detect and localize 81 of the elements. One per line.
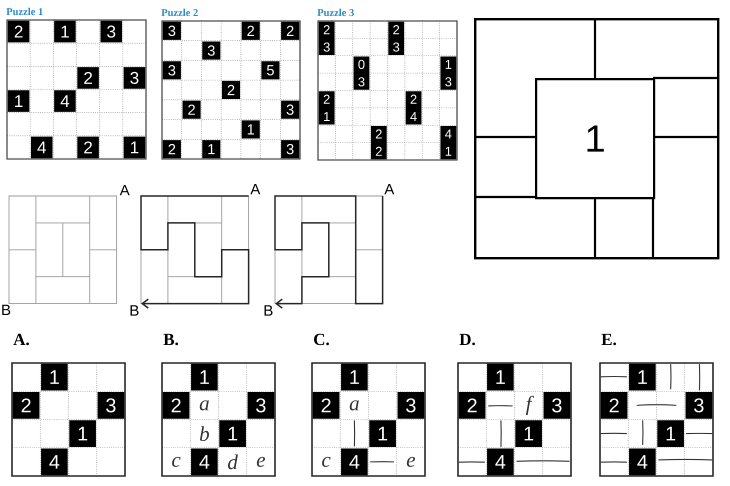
node-label: Puzzle 1 bbox=[6, 8, 43, 16]
clue-cell: 2 bbox=[222, 80, 240, 100]
clue-cell: 3 bbox=[398, 392, 424, 419]
node-label: B. bbox=[163, 334, 178, 346]
clue-cell: 2 bbox=[312, 392, 340, 419]
node-label: Puzzle 3 bbox=[317, 8, 354, 16]
clue-cell: 3 bbox=[544, 392, 570, 419]
clue-cell: 2 bbox=[182, 100, 201, 119]
clue-cell: 2 bbox=[458, 392, 486, 419]
clue-cell: 1 bbox=[242, 120, 260, 138]
handwritten-letter: a bbox=[350, 400, 359, 410]
node-label: E. bbox=[602, 334, 616, 346]
node-label: Puzzle 2 bbox=[161, 8, 198, 16]
clue-cell: 1 bbox=[69, 420, 96, 447]
handwritten-letter: b bbox=[200, 426, 209, 441]
clue-cell: 2 3 bbox=[318, 22, 335, 55]
corner-letter: B bbox=[264, 305, 272, 316]
clue-cell: 3 bbox=[281, 140, 300, 158]
tiling-grid bbox=[474, 18, 720, 260]
handwritten-letter: d bbox=[228, 454, 238, 470]
clue-cell: 1 bbox=[8, 90, 30, 112]
node-label: C. bbox=[314, 334, 329, 346]
clue-cell: 1 3 bbox=[440, 56, 456, 90]
corner-letter: B bbox=[2, 304, 10, 316]
clue-cell: 3 bbox=[162, 22, 181, 40]
clue-cell: 2 bbox=[242, 22, 260, 40]
clue-cell: 2 bbox=[600, 392, 628, 419]
clue-cell: 4 bbox=[41, 448, 68, 476]
clue-cell: 5 bbox=[261, 61, 280, 80]
clue-cell: 3 bbox=[98, 392, 124, 419]
clue-cell: 2 bbox=[77, 136, 99, 158]
handwritten-letter: c bbox=[322, 456, 331, 467]
clue-cell: 4 bbox=[30, 136, 53, 158]
clue-cell: 1 bbox=[629, 364, 656, 390]
corner-letter: A bbox=[384, 184, 394, 194]
node-label: D. bbox=[460, 334, 475, 346]
clue-cell: 4 bbox=[191, 448, 218, 476]
clue-cell: 1 bbox=[487, 364, 514, 390]
handwritten-letter: e bbox=[256, 456, 266, 467]
clue-cell: 2 4 bbox=[406, 91, 422, 124]
clue-cell: 3 bbox=[124, 67, 146, 89]
handwritten-letter: a bbox=[200, 400, 209, 410]
clue-cell: 2 1 bbox=[318, 91, 335, 124]
clue-cell: 3 bbox=[686, 392, 712, 419]
clue-cell: 1 bbox=[369, 420, 396, 447]
clue-cell: 3 bbox=[162, 61, 181, 80]
clue-cell: 4 bbox=[341, 448, 368, 476]
clue-cell: 3 bbox=[248, 392, 274, 419]
clue-cell: 1 bbox=[191, 364, 218, 390]
clue-cell: 4 1 bbox=[440, 126, 456, 160]
clue-cell: 4 bbox=[54, 90, 76, 112]
clue-cell: 4 bbox=[629, 448, 656, 476]
corner-letter: B bbox=[130, 305, 138, 316]
clue-cell: 3 bbox=[281, 100, 300, 119]
clue-cell: 2 bbox=[162, 392, 190, 419]
clue-cell: 3 bbox=[100, 20, 122, 42]
clue-cell: 1 bbox=[657, 420, 684, 447]
clue-cell: 2 bbox=[8, 20, 30, 42]
clue-cell: 1 bbox=[124, 136, 146, 158]
clue-cell: 2 bbox=[12, 392, 40, 419]
clue-cell: 2 bbox=[162, 140, 181, 158]
clue-cell: 4 bbox=[487, 448, 514, 476]
handwritten-letter: e bbox=[406, 456, 416, 467]
clue-cell: 2 bbox=[281, 22, 300, 40]
clue-cell: 1 bbox=[54, 20, 76, 42]
handwritten-letter: f bbox=[526, 396, 534, 415]
clue-cell: 2 2 bbox=[370, 126, 387, 160]
clue-cell: 1 bbox=[219, 420, 246, 447]
corner-letter: A bbox=[250, 184, 260, 194]
clue-cell: 1 bbox=[341, 364, 368, 390]
node-label: A. bbox=[13, 334, 29, 346]
clue-cell: 1 bbox=[202, 140, 220, 158]
clue-cell: 0 3 bbox=[354, 56, 370, 90]
corner-letter: A bbox=[120, 184, 130, 196]
center-square: 1 bbox=[535, 78, 656, 200]
clue-cell: 3 bbox=[202, 42, 220, 60]
clue-cell: 2 3 bbox=[388, 22, 404, 55]
handwritten-letter: c bbox=[172, 456, 181, 467]
clue-cell: 1 bbox=[515, 420, 542, 447]
clue-cell: 2 bbox=[77, 67, 99, 89]
clue-cell: 1 bbox=[41, 364, 68, 390]
